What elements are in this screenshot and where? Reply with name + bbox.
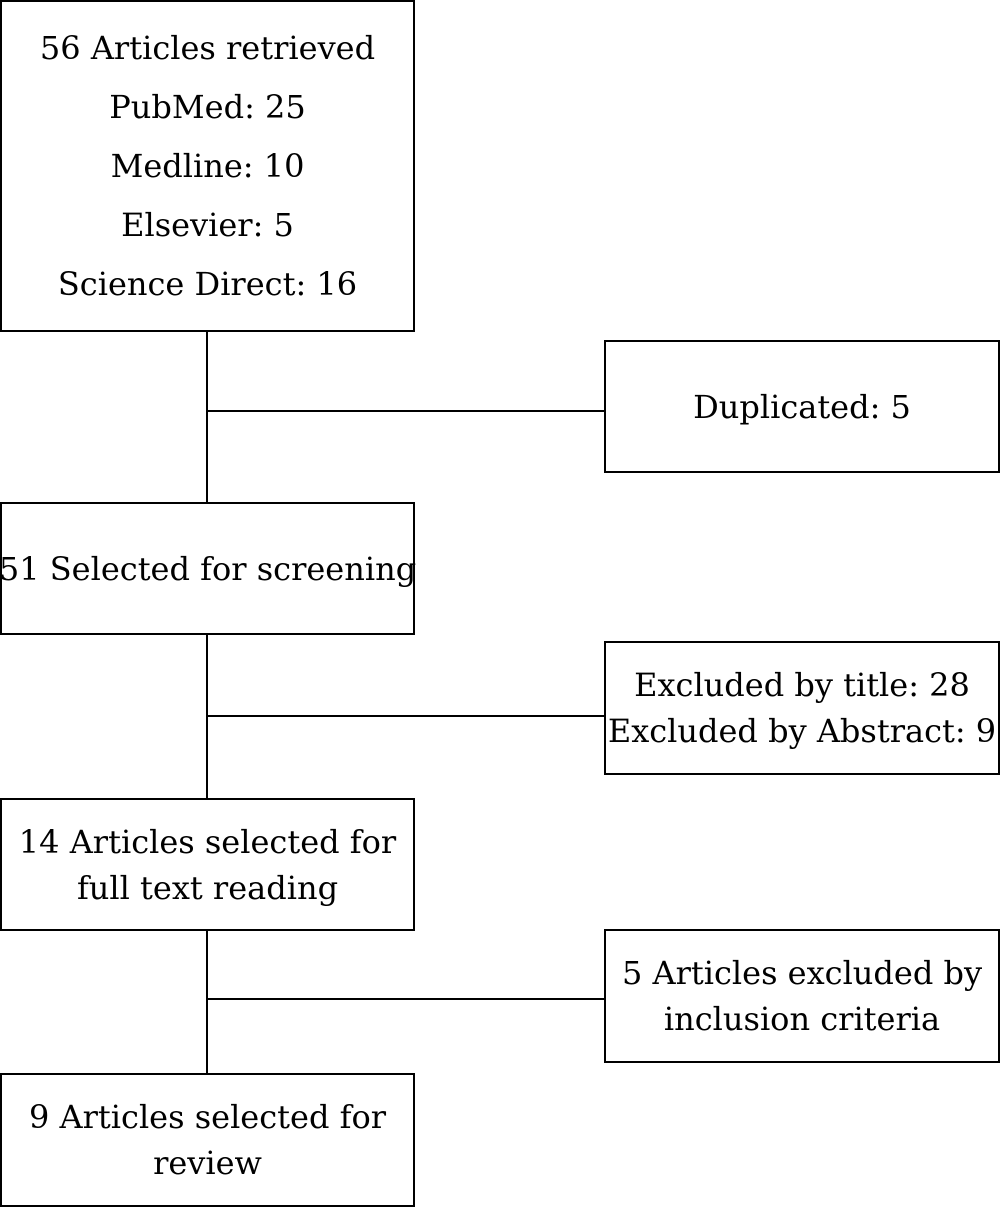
- box-duplicated: Duplicated: 5: [604, 340, 1000, 473]
- connector-to-excluded-title-abstract: [206, 715, 606, 717]
- box-excluded-title-abstract: Excluded by title: 28 Excluded by Abstra…: [604, 641, 1000, 775]
- connector-to-duplicated: [206, 410, 606, 412]
- duplicated-label: Duplicated: 5: [693, 387, 911, 426]
- retrieved-medline: Medline: 10: [110, 146, 305, 185]
- full-text-line-1: 14 Articles selected for: [18, 822, 397, 861]
- excluded-inclusion-line-1: 5 Articles excluded by: [621, 954, 983, 992]
- connector-fulltext-to-review: [206, 929, 208, 1075]
- box-selected-for-review: 9 Articles selected for review: [0, 1073, 415, 1207]
- screening-label: 51 Selected for screening: [0, 549, 417, 588]
- retrieved-science-direct: Science Direct: 16: [57, 264, 358, 303]
- full-text-line-2: full text reading: [76, 868, 339, 907]
- connector-to-excluded-inclusion: [206, 998, 606, 1000]
- excluded-inclusion-line-2: inclusion criteria: [663, 1000, 941, 1038]
- excluded-by-title: Excluded by title: 28: [634, 666, 970, 704]
- review-line-1: 9 Articles selected for: [28, 1098, 387, 1136]
- retrieved-elsevier: Elsevier: 5: [121, 205, 294, 244]
- box-selected-for-screening: 51 Selected for screening: [0, 502, 417, 635]
- retrieved-total: 56 Articles retrieved: [39, 28, 376, 67]
- box-articles-retrieved: 56 Articles retrieved PubMed: 25 Medline…: [0, 0, 415, 332]
- review-line-2: review: [153, 1144, 262, 1182]
- box-full-text-reading: 14 Articles selected for full text readi…: [0, 798, 415, 931]
- box-excluded-inclusion-criteria: 5 Articles excluded by inclusion criteri…: [604, 929, 1000, 1063]
- retrieved-pubmed: PubMed: 25: [109, 87, 306, 126]
- connector-retrieved-to-screening: [206, 330, 208, 503]
- excluded-by-abstract: Excluded by Abstract: 9: [607, 712, 997, 750]
